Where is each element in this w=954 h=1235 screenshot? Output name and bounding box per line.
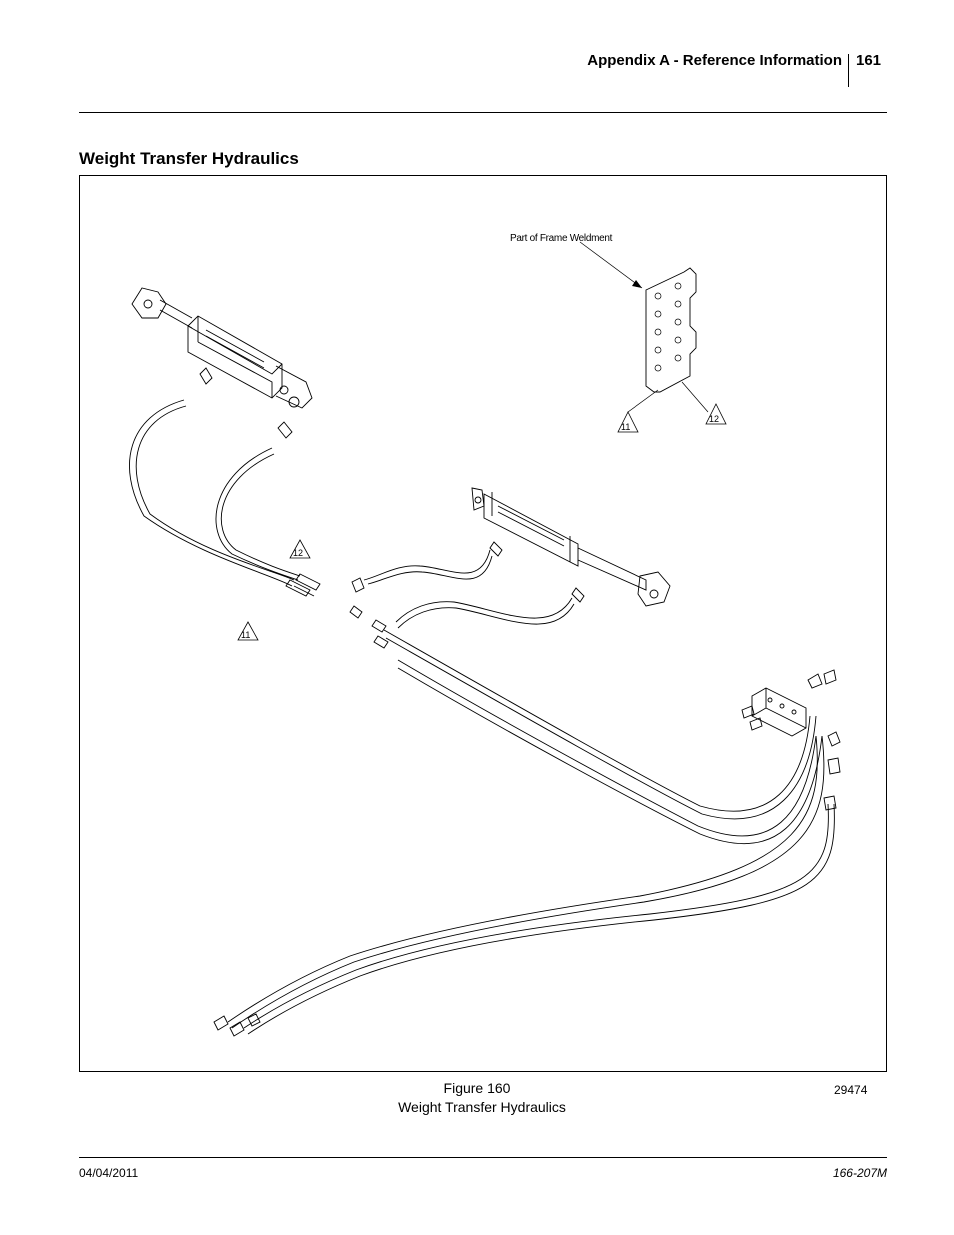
hose-return-a (227, 735, 825, 1029)
weldment-label: Part of Frame Weldment (510, 233, 613, 244)
callout-label: 12 (709, 414, 719, 424)
footer-doc-number: 166-207M (832, 1166, 887, 1180)
cylinder-middle (471, 487, 671, 607)
valve-block (741, 669, 841, 811)
callout-label: 11 (241, 630, 250, 640)
page-title: Weight Transfer Hydraulics (79, 149, 299, 168)
figure-frame: 11 12 12 11 Part of Frame Weldment (79, 175, 887, 1072)
callout-label: 12 (293, 548, 303, 558)
hose-end-fittings (213, 1013, 261, 1037)
hydraulics-drawing: 11 12 12 11 Part of Frame Weldment (129, 233, 841, 1037)
header-divider (848, 54, 849, 87)
hose-main-a (383, 629, 817, 820)
hose-middle-cylinder-a (363, 549, 493, 585)
figure-number: Figure 160 (443, 1080, 511, 1096)
fittings-cluster (285, 573, 389, 649)
figure-image-id: 29474 (834, 1083, 868, 1097)
hose-middle-cylinder-b (395, 597, 575, 629)
header-rule (79, 112, 887, 113)
frame-weldment-plate (645, 267, 697, 393)
callout-triangle-12-lower (289, 539, 311, 559)
hose-upper-cylinder-b (215, 447, 301, 581)
cylinder-upper-left (131, 287, 313, 439)
callout-triangle-12-upper (705, 403, 727, 425)
footer-date: 04/04/2011 (79, 1166, 139, 1180)
page-number: 161 (856, 52, 882, 69)
hose-upper-cylinder-a (129, 399, 295, 587)
hose-main-b (397, 659, 823, 845)
figure-caption: Weight Transfer Hydraulics (398, 1099, 566, 1115)
hose-return-b (243, 803, 835, 1035)
callout-triangle-11-upper (617, 411, 639, 433)
header-section-title: Appendix A - Reference Information (587, 52, 842, 69)
leader-lines (579, 241, 709, 413)
callout-triangle-11-lower (237, 621, 259, 641)
footer-rule (79, 1157, 887, 1158)
callout-label: 11 (621, 422, 630, 432)
